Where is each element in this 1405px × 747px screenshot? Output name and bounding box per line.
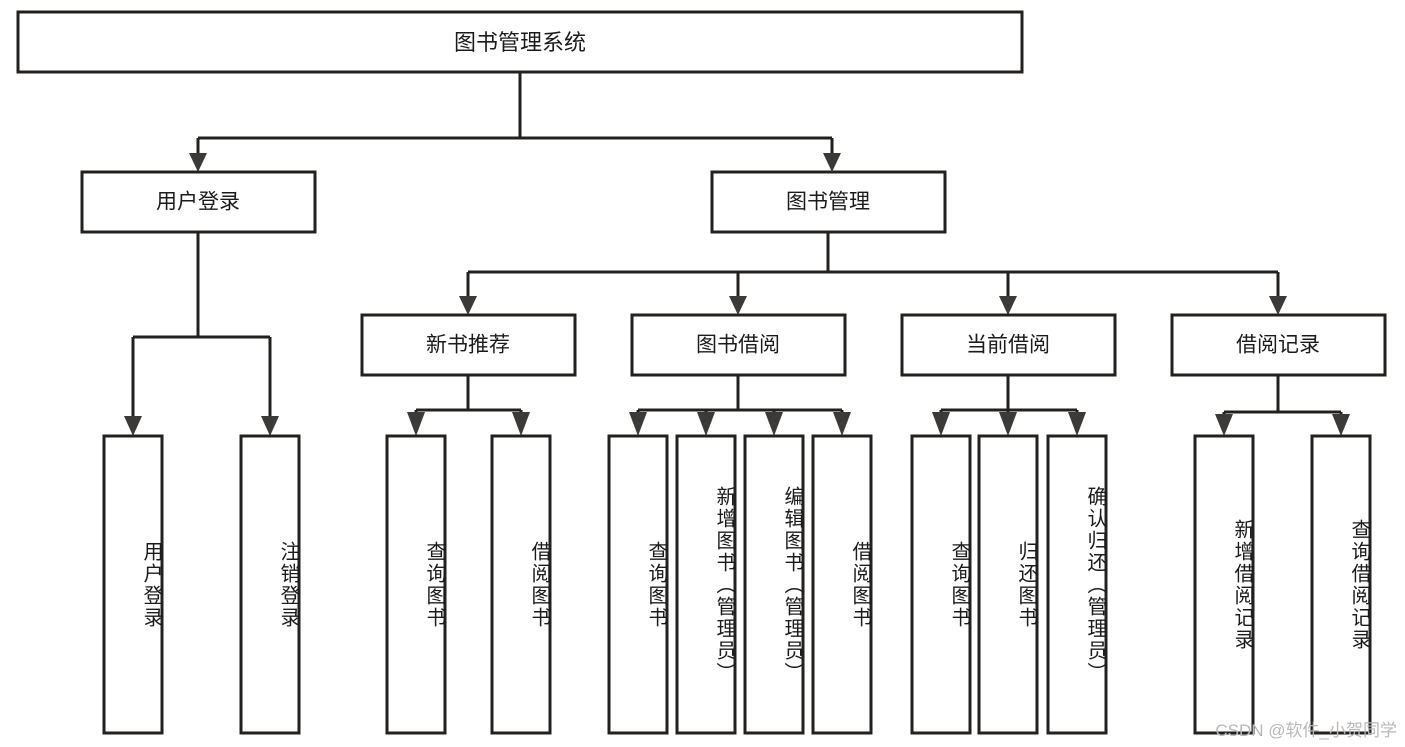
leaf-box-newbook-query[interactable] xyxy=(385,434,447,735)
arrow-bb-leaf-3 xyxy=(765,412,783,436)
arrow-cb-leaf-2 xyxy=(999,412,1017,436)
leaf-box-user-login-login[interactable] xyxy=(102,434,164,735)
node-book-manage-label: 图书管理 xyxy=(786,191,870,214)
arrow-cb-leaf-1 xyxy=(932,412,950,436)
arrow-to-new-book xyxy=(459,296,477,315)
node-borrow-record-label: 借阅记录 xyxy=(1236,334,1320,357)
node-current-borrow[interactable]: 当前借阅 xyxy=(900,313,1117,377)
node-root-box[interactable] xyxy=(16,10,1024,74)
arrow-bb-leaf-2 xyxy=(697,412,715,436)
node-book-borrow-label: 图书借阅 xyxy=(696,334,780,357)
leaf-box-borrowrecord-query[interactable] xyxy=(1310,434,1372,735)
node-book-borrow[interactable]: 图书借阅 xyxy=(630,313,847,377)
arrow-br-leaf-1 xyxy=(1215,414,1233,436)
arrow-to-borrow-record xyxy=(1269,296,1287,315)
node-book-manage[interactable]: 图书管理 xyxy=(710,170,947,234)
arrow-to-book-manage xyxy=(823,153,841,172)
arrow-ul-leaf-1 xyxy=(124,416,142,436)
arrow-ul-leaf-2 xyxy=(261,416,279,436)
node-book-manage-box[interactable] xyxy=(710,170,947,234)
connectors-current-borrow-to-leaves xyxy=(932,375,1086,436)
arrow-to-user-login xyxy=(189,153,207,172)
node-current-borrow-label: 当前借阅 xyxy=(966,334,1050,357)
leaf-box-currentborrow-query[interactable] xyxy=(910,434,972,735)
leaf-box-bookborrow-edit[interactable] xyxy=(743,434,805,735)
arrow-bb-leaf-1 xyxy=(629,412,647,436)
connectors-root-to-level2 xyxy=(189,72,841,172)
leaf-box-borrowrecord-add[interactable] xyxy=(1193,434,1255,735)
arrow-bb-leaf-4 xyxy=(833,412,851,436)
node-book-borrow-box[interactable] xyxy=(630,313,847,377)
node-current-borrow-box[interactable] xyxy=(900,313,1117,377)
node-new-book-recommend-box[interactable] xyxy=(360,313,577,377)
watermark: CSDN @软件_小贺同学 xyxy=(1215,721,1397,740)
arrow-cb-leaf-3 xyxy=(1068,412,1086,436)
arrow-nb-leaf-2 xyxy=(512,412,530,436)
node-user-login-box[interactable] xyxy=(80,170,317,234)
leaf-box-currentborrow-confirm[interactable] xyxy=(1046,434,1108,735)
connectors-user-login-to-leaves xyxy=(124,232,279,436)
leaf-box-newbook-borrow[interactable] xyxy=(490,434,552,735)
leaf-box-bookborrow-borrow[interactable] xyxy=(811,434,873,735)
node-user-login[interactable]: 用户登录 xyxy=(80,170,317,234)
connectors-book-borrow-to-leaves xyxy=(629,375,851,436)
leaf-box-currentborrow-return[interactable] xyxy=(977,434,1039,735)
arrow-to-current-borrow xyxy=(999,296,1017,315)
node-new-book-recommend-label: 新书推荐 xyxy=(426,334,510,357)
node-root-label: 图书管理系统 xyxy=(454,30,586,55)
leaf-box-user-login-logout[interactable] xyxy=(239,434,301,735)
connectors-borrow-record-to-leaves xyxy=(1215,375,1350,436)
arrow-nb-leaf-1 xyxy=(407,412,425,436)
connectors-new-book-to-leaves xyxy=(407,375,530,436)
node-borrow-record[interactable]: 借阅记录 xyxy=(1170,313,1387,377)
leaf-box-bookborrow-query[interactable] xyxy=(607,434,669,735)
arrow-to-book-borrow xyxy=(729,296,747,315)
connectors-book-manage-to-level3 xyxy=(459,232,1287,315)
node-new-book-recommend[interactable]: 新书推荐 xyxy=(360,313,577,377)
arrow-br-leaf-2 xyxy=(1332,414,1350,436)
node-root[interactable]: 图书管理系统 xyxy=(16,10,1024,74)
node-user-login-label: 用户登录 xyxy=(156,191,240,214)
node-borrow-record-box[interactable] xyxy=(1170,313,1387,377)
leaf-box-bookborrow-add[interactable] xyxy=(675,434,737,735)
